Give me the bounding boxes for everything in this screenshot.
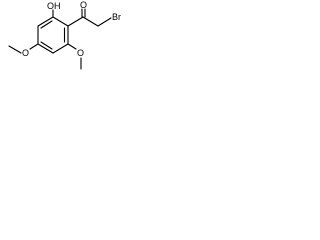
- bond-c4-o: [29, 43, 39, 50]
- bond-ch2-br: [97, 17, 112, 27]
- hydroxyl-label: OH: [47, 1, 61, 11]
- methoxy-right-oxygen-label: O: [77, 48, 84, 58]
- bond-c1-carbonyl-c: [67, 16, 84, 27]
- ring-bond-c1-c2: [52, 16, 69, 27]
- carbonyl-oxygen-label: O: [80, 0, 87, 10]
- ring-double-bond-c2-c3: [40, 20, 53, 29]
- bromine-label: Br: [112, 12, 121, 22]
- chemical-structure-diagram: OH O Br O O: [8, 0, 121, 70]
- benzene-ring: [37, 16, 69, 54]
- ring-bond-c2-c3: [37, 16, 54, 27]
- ring-bond-c4-c5: [37, 43, 54, 54]
- bond-o-ch3-left: [8, 45, 22, 54]
- ring-bond-c5-c6: [52, 43, 69, 54]
- bond-carbonyl-c-ch2: [82, 16, 99, 27]
- ring-double-bond-c4-c5: [40, 41, 53, 50]
- bond-c6-o: [67, 43, 77, 50]
- methoxy-left-oxygen-label: O: [22, 48, 29, 58]
